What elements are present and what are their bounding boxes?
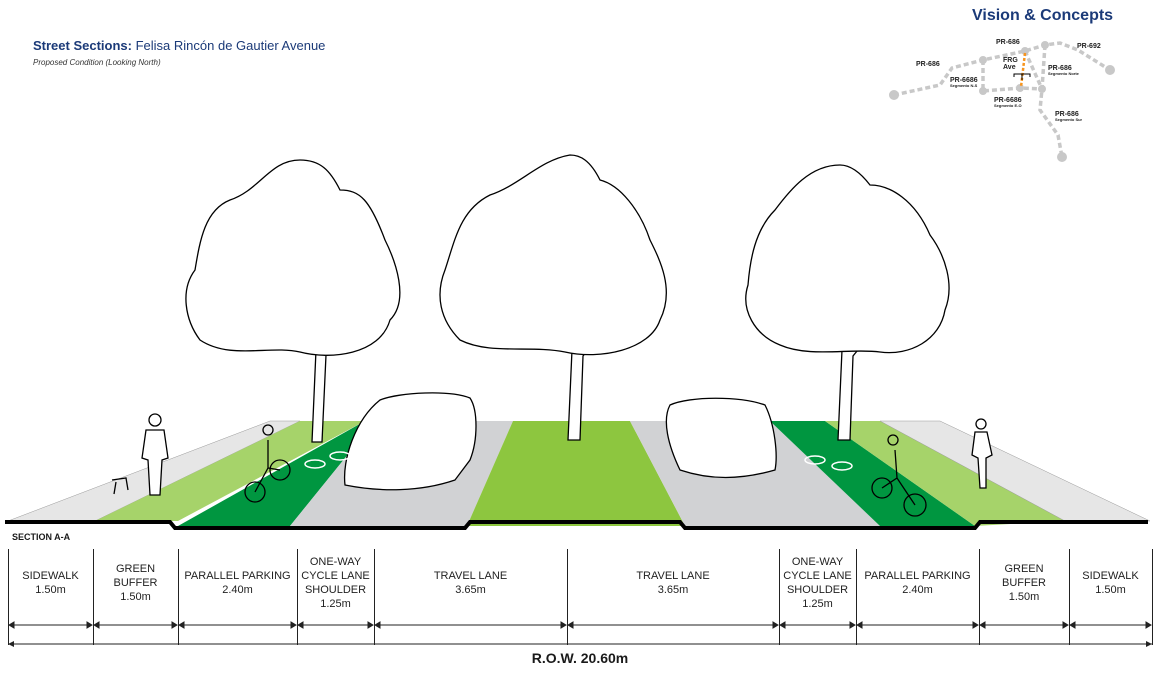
dimension-lines bbox=[8, 621, 1152, 647]
cyclist-left bbox=[244, 424, 291, 503]
page-title: Street Sections: Felisa Rincón de Gautie… bbox=[33, 38, 325, 53]
section-tag: Vision & Concepts bbox=[972, 7, 1114, 24]
left-green-buffer bbox=[95, 421, 365, 521]
dimension-arrow bbox=[1069, 621, 1152, 629]
dimension-arrow bbox=[178, 621, 297, 629]
bike-symbol-right bbox=[804, 455, 853, 471]
right-cycle-lane bbox=[770, 421, 975, 526]
dimension-arrow bbox=[374, 621, 567, 629]
column-width: 3.65m bbox=[455, 583, 486, 596]
street-section-illustration bbox=[5, 154, 1151, 530]
dimension-divider bbox=[178, 549, 179, 645]
row-total: R.O.W. 20.60m bbox=[531, 650, 629, 666]
subtitle: Proposed Condition (Looking North) bbox=[33, 58, 161, 67]
column-label: TRAVEL LANE bbox=[433, 569, 508, 582]
dimension-arrow bbox=[567, 621, 779, 629]
dimension-divider bbox=[297, 549, 298, 645]
column-width: 3.65m bbox=[657, 583, 689, 596]
column-width: 2.40m bbox=[902, 583, 933, 596]
dimension-divider bbox=[979, 549, 980, 645]
column-label: PARALLEL PARKING bbox=[864, 569, 971, 582]
left-cycle-lane bbox=[178, 421, 375, 526]
column-label: GREEN BUFFER bbox=[1002, 562, 1046, 589]
dimension-arrow bbox=[8, 621, 93, 629]
dimension-divider bbox=[779, 549, 780, 645]
column-label: TRAVEL LANE bbox=[636, 569, 710, 582]
column-label: GREEN BUFFER bbox=[113, 562, 158, 589]
dimension-arrow bbox=[297, 621, 374, 629]
right-green-buffer bbox=[825, 421, 1065, 526]
title-bold: Street Sections: bbox=[33, 38, 132, 53]
dimension-arrow bbox=[979, 621, 1069, 629]
cyclist-right bbox=[871, 434, 927, 517]
tree-right bbox=[745, 164, 950, 441]
pedestrian-right bbox=[971, 418, 993, 489]
column-width: 1.50m bbox=[1095, 583, 1126, 596]
column-width: 1.50m bbox=[1008, 590, 1040, 603]
column-width: 1.50m bbox=[35, 583, 66, 596]
title-street: Felisa Rincón de Gautier Avenue bbox=[131, 38, 326, 53]
dimension-arrow bbox=[856, 621, 979, 629]
column-label: ONE-WAY CYCLE LANE SHOULDER bbox=[301, 555, 370, 596]
column-width: 1.50m bbox=[120, 590, 151, 603]
dimension-divider bbox=[567, 549, 568, 645]
map-label: PR-686 bbox=[916, 61, 940, 68]
column-label: SIDEWALK bbox=[22, 569, 79, 582]
map-label: PR-692 bbox=[1077, 43, 1101, 50]
tree-left bbox=[185, 159, 401, 443]
dimension-divider bbox=[856, 549, 857, 645]
section-label: SECTION A-A bbox=[12, 532, 71, 542]
pedestrian-left bbox=[111, 413, 169, 496]
dimension-divider bbox=[1152, 549, 1153, 645]
tree-center bbox=[439, 154, 667, 441]
map-label: PR-686 bbox=[996, 39, 1020, 46]
dimension-divider bbox=[1069, 549, 1070, 645]
car-right bbox=[665, 397, 777, 479]
column-label: PARALLEL PARKING bbox=[184, 569, 291, 582]
dimension-divider bbox=[93, 549, 94, 645]
column-label: SIDEWALK bbox=[1082, 569, 1139, 582]
dimension-arrow bbox=[93, 621, 178, 629]
column-width: 1.25m bbox=[802, 597, 833, 610]
dimension-divider bbox=[374, 549, 375, 645]
column-width: 2.40m bbox=[222, 583, 253, 596]
dimension-arrow bbox=[779, 621, 856, 629]
location-map bbox=[889, 41, 1115, 162]
column-width: 1.25m bbox=[320, 597, 351, 610]
column-label: ONE-WAY CYCLE LANE SHOULDER bbox=[783, 555, 852, 596]
median bbox=[467, 421, 685, 526]
dimension-divider bbox=[8, 549, 9, 645]
bike-symbol-left bbox=[304, 451, 351, 469]
car-left bbox=[343, 392, 477, 491]
map-label-frg: FRG Ave bbox=[1003, 57, 1018, 71]
